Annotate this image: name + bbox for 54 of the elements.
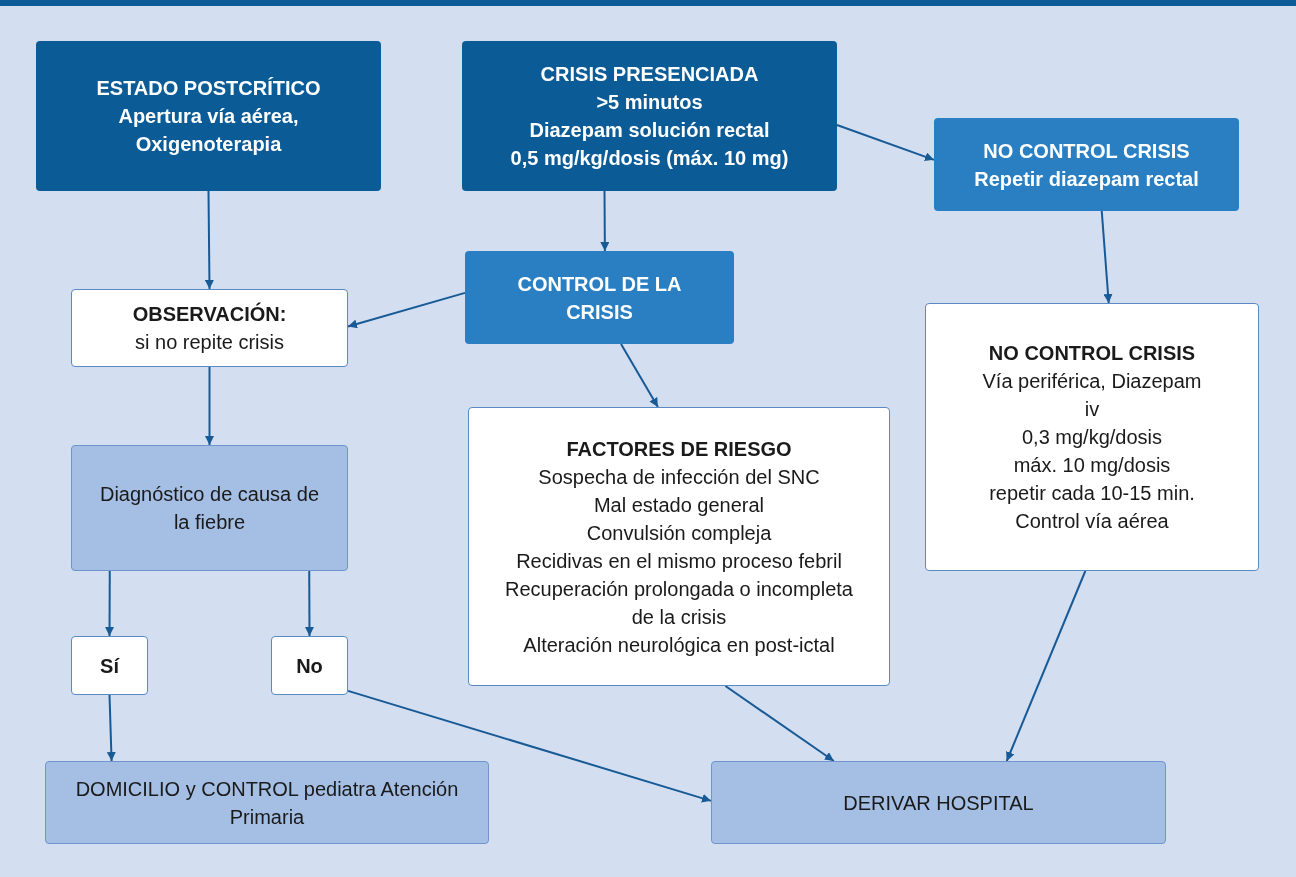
- arrow: [347, 291, 466, 329]
- node-text: repetir cada 10-15 min.: [989, 481, 1195, 506]
- process-box: [934, 118, 1239, 211]
- node-text: 0,5 mg/kg/dosis (máx. 10 mg): [510, 146, 789, 171]
- node-text: Sí: [100, 653, 119, 679]
- process-box: [71, 445, 348, 571]
- arrow: [836, 124, 935, 162]
- process-box: [925, 303, 1259, 571]
- node-text: Convulsión compleja: [586, 520, 772, 546]
- process-box: [71, 289, 348, 367]
- node-text: >5 minutos: [596, 90, 703, 115]
- arrow: [724, 685, 835, 762]
- node-text: Diagnóstico de causa de la fiebre: [98, 482, 320, 535]
- process-box: [462, 41, 837, 191]
- arrow: [204, 190, 214, 290]
- node-text: Recidivas en el mismo proceso febril: [516, 548, 842, 574]
- node-text: DOMICILIO y CONTROL pediatra Atención Primaria: [74, 776, 460, 830]
- node-text: Vía periférica, Diazepam iv: [981, 369, 1203, 422]
- arrow: [205, 366, 214, 446]
- node-text: máx. 10 mg/dosis: [1013, 453, 1171, 478]
- process-box: [36, 41, 381, 191]
- arrow: [600, 190, 610, 252]
- node-text: ESTADO POSTCRÍTICO: [96, 76, 321, 101]
- node-text: CRISIS PRESENCIADA: [540, 62, 759, 87]
- node-text: Sospecha de infección del SNC: [538, 464, 820, 490]
- decision-box: [271, 636, 348, 695]
- node-text: Repetir diazepam rectal: [974, 166, 1199, 192]
- node-text: si no repite crisis: [135, 330, 284, 355]
- outcome-box: [711, 761, 1166, 844]
- node-text: Recuperación prolongada o incompleta de la crisis: [504, 576, 854, 630]
- arrow: [1005, 570, 1087, 762]
- node-text: Control vía aérea: [1015, 509, 1169, 534]
- node-text: No: [296, 653, 323, 679]
- node-heading: NO CONTROL CRISIS: [988, 341, 1196, 366]
- node-text: NO CONTROL CRISIS: [983, 138, 1190, 164]
- process-box: [465, 251, 734, 344]
- node-text: DERIVAR HOSPITAL: [843, 790, 1034, 816]
- decision-box: [71, 636, 148, 695]
- arrow: [106, 694, 116, 762]
- process-box: [468, 407, 890, 686]
- node-heading: FACTORES DE RIESGO: [566, 436, 792, 462]
- arrow: [304, 570, 314, 637]
- node-text: Alteración neurológica en post-ictal: [523, 632, 835, 658]
- node-text: 0,3 mg/kg/dosis: [1021, 425, 1163, 450]
- arrow: [347, 689, 712, 803]
- arrow: [620, 343, 659, 408]
- node-text: Mal estado general: [593, 492, 765, 518]
- node-heading: OBSERVACIÓN:: [132, 301, 287, 327]
- arrow: [1100, 210, 1113, 304]
- node-text: Apertura vía aérea, Oxigenoterapia: [117, 104, 300, 157]
- outcome-box: [45, 761, 489, 844]
- arrow: [105, 570, 115, 637]
- node-text: CONTROL DE LA CRISIS: [516, 271, 683, 325]
- node-text: Diazepam solución rectal: [529, 118, 770, 143]
